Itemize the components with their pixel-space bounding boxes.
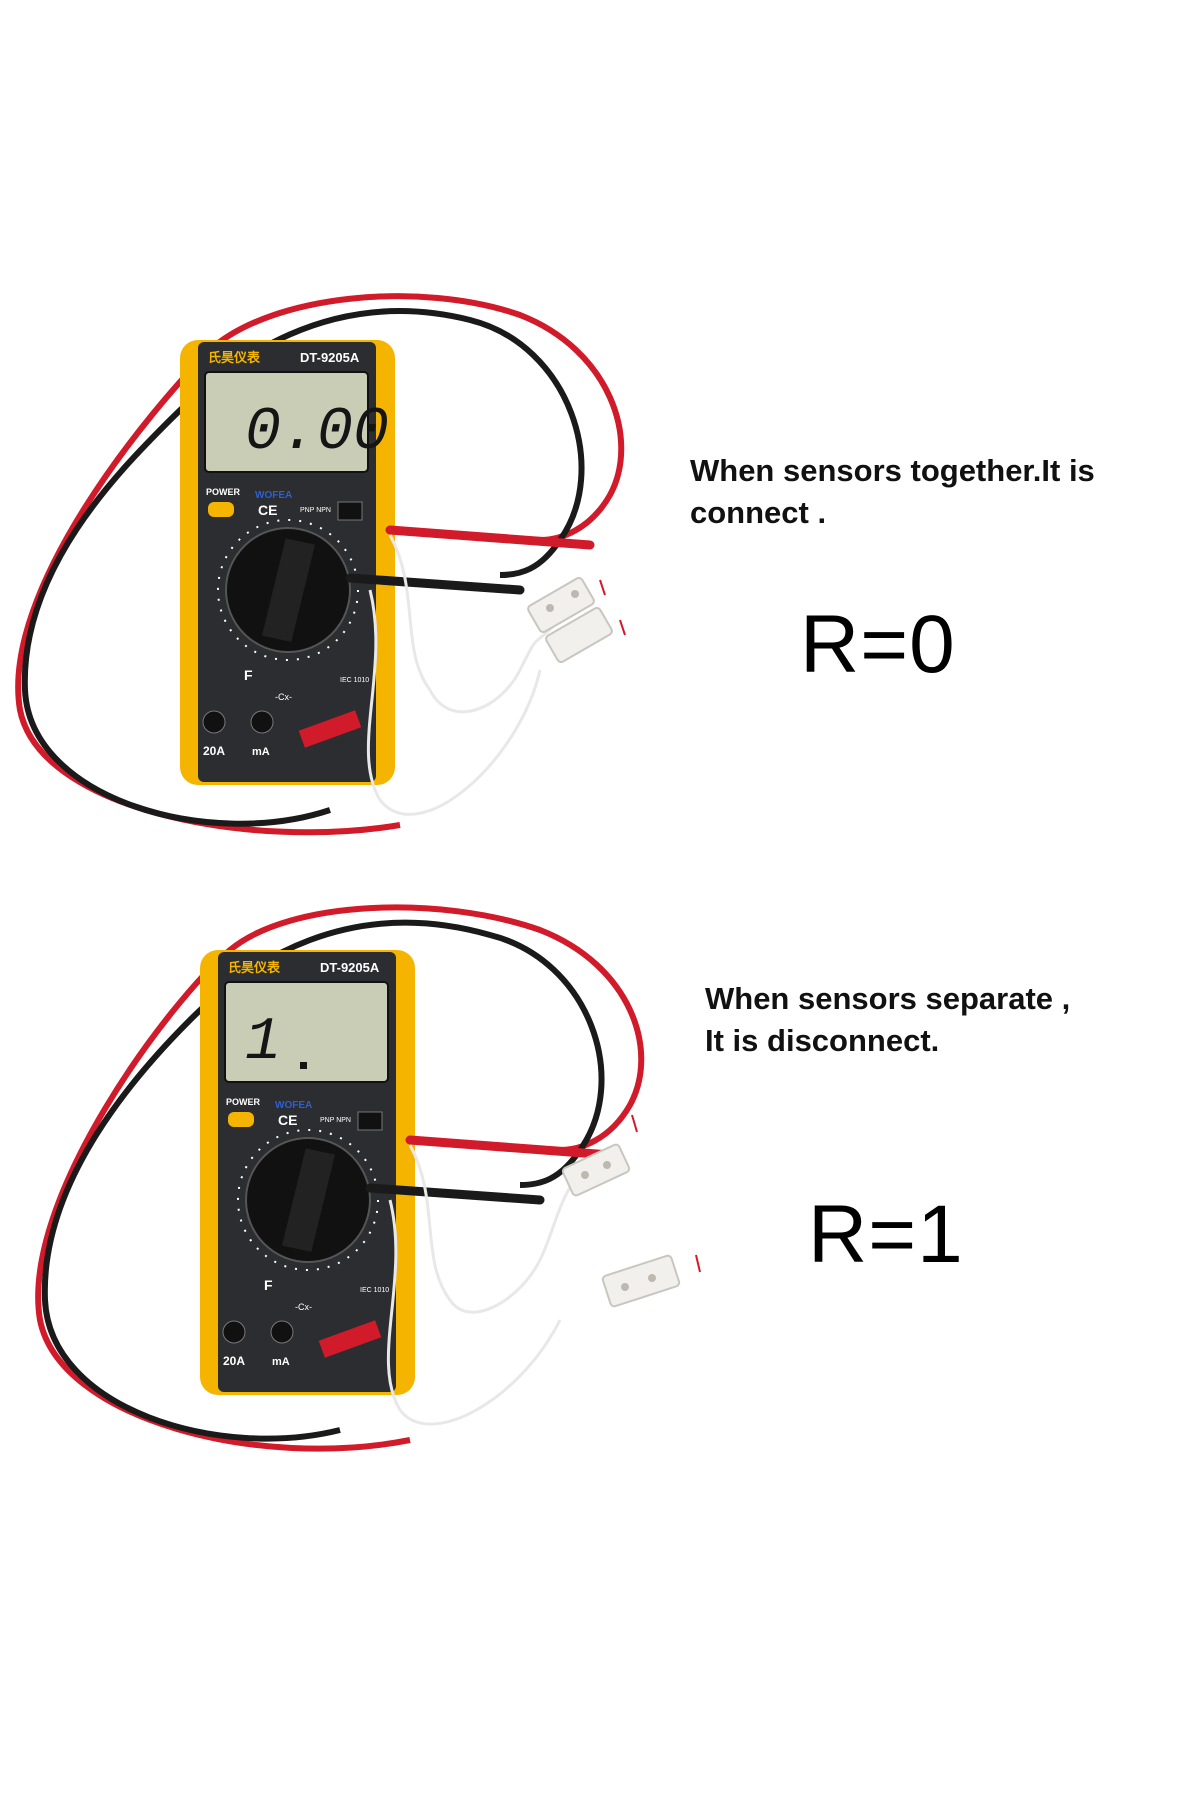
port-20a — [202, 710, 226, 734]
cx-label: -Cx- — [295, 1302, 312, 1312]
red-probe — [385, 525, 595, 550]
iec-label: IEC 1010 — [360, 1287, 389, 1294]
hfe-socket — [357, 1111, 383, 1131]
lcd-screen — [224, 981, 389, 1083]
port-20a — [222, 1320, 246, 1344]
sensor-wire-2 — [366, 589, 542, 816]
dial-range-dots — [217, 519, 359, 661]
multimeter-photo-connected: 氏昊仪表 DT-9205A 0.00 POWER WOFEA CE PNP NP… — [15, 293, 626, 836]
power-label: POWER — [206, 487, 241, 497]
screw-hole — [621, 1283, 629, 1291]
sensor-wire — [408, 1144, 586, 1314]
power-button — [228, 1112, 254, 1127]
ce-mark: CE — [258, 502, 277, 518]
screw-hole — [603, 1161, 611, 1169]
maker-label: WOFEA — [255, 490, 292, 501]
cx-label: -Cx- — [275, 692, 292, 702]
caption-line: When sensors together.It is — [690, 453, 1095, 488]
reed-sensor — [561, 1143, 631, 1197]
result-r1: R=1 — [808, 1189, 964, 1280]
magnet-sensor — [601, 1254, 681, 1308]
sensor-wire — [388, 534, 562, 714]
port-20a-label: 20A — [223, 1354, 245, 1368]
caption-disconnected: When sensors separate , It is disconnect… — [705, 978, 1175, 1062]
meter-model: DT-9205A — [320, 960, 380, 975]
magnet-sensor — [545, 606, 613, 664]
port-ma-label: mA — [272, 1356, 290, 1368]
lcd-decimal-point — [300, 1062, 307, 1069]
power-label: POWER — [226, 1097, 261, 1107]
lcd-reading: 0.00 — [245, 399, 389, 467]
panel-disconnected: 氏昊仪表 DT-9205A 1 POWER WOFEA CE PNP NPN F… — [0, 900, 1200, 1520]
red-plug — [318, 1320, 382, 1358]
alignment-mark — [599, 579, 606, 596]
meter-brand: 氏昊仪表 — [208, 350, 261, 365]
pnp-npn-label: PNP NPN — [300, 507, 331, 514]
alignment-mark — [695, 1254, 701, 1273]
reed-sensor-pair-separate — [561, 1114, 701, 1308]
port-ma — [250, 710, 274, 734]
black-probe — [365, 1183, 545, 1205]
port-ma — [270, 1320, 294, 1344]
caption-line: It is disconnect. — [705, 1023, 940, 1058]
meter-model: DT-9205A — [300, 350, 360, 365]
alignment-mark — [631, 1114, 638, 1133]
screw-hole — [648, 1274, 656, 1282]
lcd-reading: 1 — [245, 1009, 281, 1077]
dial-knob-pointer — [261, 538, 316, 642]
sensor-wire-2 — [386, 1199, 562, 1426]
caption-connected: When sensors together.It is connect . — [690, 450, 1160, 534]
multimeter-photo-disconnected: 氏昊仪表 DT-9205A 1 POWER WOFEA CE PNP NPN F… — [35, 904, 701, 1452]
hfe-socket — [337, 501, 363, 521]
alignment-mark — [619, 619, 626, 636]
maker-label: WOFEA — [275, 1100, 312, 1111]
caption-line: connect . — [690, 495, 827, 530]
red-lead-wire — [35, 904, 645, 1452]
port-20a-label: 20A — [203, 744, 225, 758]
screw-hole — [571, 590, 579, 598]
dial-range-dots — [237, 1129, 379, 1271]
multimeter: 氏昊仪表 DT-9205A 0.00 POWER WOFEA CE PNP NP… — [180, 340, 595, 785]
meter-brand: 氏昊仪表 — [228, 960, 281, 975]
iec-label: IEC 1010 — [340, 677, 369, 684]
red-plug — [298, 710, 362, 748]
ce-mark: CE — [278, 1112, 297, 1128]
result-r0: R=0 — [800, 599, 956, 690]
dial-knob-pointer — [281, 1148, 336, 1252]
port-ma-label: mA — [252, 746, 270, 758]
farad-label: F — [244, 667, 253, 683]
pnp-npn-label: PNP NPN — [320, 1117, 351, 1124]
red-probe — [405, 1135, 615, 1160]
multimeter: 氏昊仪表 DT-9205A 1 POWER WOFEA CE PNP NPN F… — [200, 950, 615, 1395]
caption-line: When sensors separate , — [705, 981, 1071, 1016]
screw-hole — [581, 1171, 589, 1179]
panel-connected: 氏昊仪表 DT-9205A 0.00 POWER WOFEA CE PNP NP… — [0, 290, 1200, 910]
power-button — [208, 502, 234, 517]
reed-sensor-pair-together — [527, 576, 626, 664]
black-probe — [345, 573, 525, 595]
screw-hole — [546, 604, 554, 612]
lcd-screen — [204, 371, 369, 473]
farad-label: F — [264, 1277, 273, 1293]
